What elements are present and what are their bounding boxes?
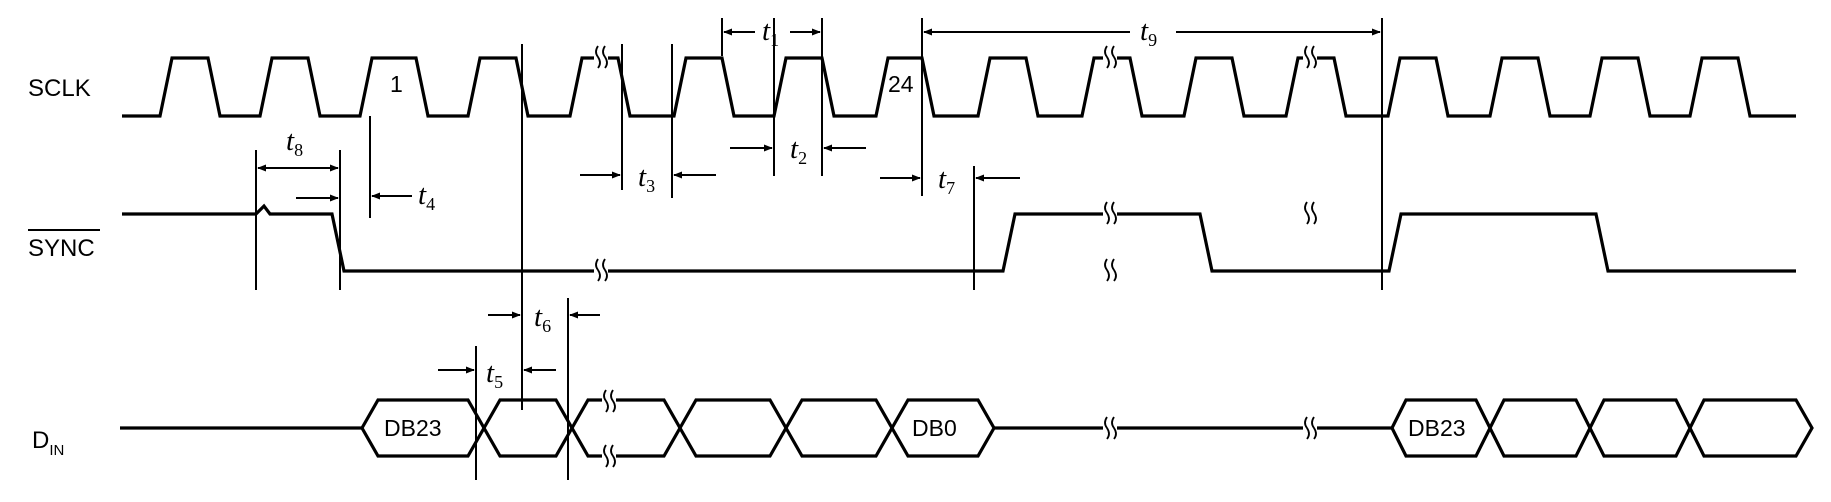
sclk-break-2	[1104, 45, 1117, 69]
din-cell-5	[784, 398, 894, 458]
din-cell-next-2	[1488, 398, 1592, 458]
sync-label: SYNC	[28, 235, 95, 262]
t8-label: t8	[286, 125, 303, 160]
t1-label: t1	[762, 15, 779, 50]
t2-label: t2	[790, 133, 807, 168]
din-break-3	[1104, 416, 1117, 440]
sclk-label: SCLK	[28, 75, 91, 102]
t4-label: t4	[418, 179, 435, 214]
sclk-waveform	[122, 56, 1796, 118]
sync-break-1	[595, 258, 608, 282]
din-bit-db23-next: DB23	[1408, 415, 1466, 441]
din-label: DIN	[32, 427, 64, 459]
din-break-1	[603, 389, 616, 413]
din-break-2	[603, 444, 616, 468]
din-cell-4	[678, 398, 788, 458]
din-bit-db0: DB0	[912, 415, 957, 441]
sclk-break-1	[595, 45, 608, 69]
din-cell-next-3	[1588, 398, 1692, 458]
t5-label: t5	[486, 357, 503, 392]
t7-label: t7	[938, 163, 955, 198]
din-label-sub: IN	[49, 442, 64, 459]
sync-break-3	[1104, 258, 1117, 282]
sync-waveform	[122, 203, 1796, 273]
din-bit-db23: DB23	[384, 415, 442, 441]
t6-label: t6	[534, 301, 551, 336]
din-data-cells	[360, 398, 996, 458]
din-cell-3	[570, 398, 682, 458]
t3-label: t3	[638, 161, 655, 196]
clock-marker-24: 24	[888, 71, 914, 97]
din-cell-next-4	[1688, 398, 1814, 458]
din-label-main: D	[32, 427, 49, 454]
sclk-break-3	[1304, 45, 1317, 69]
din-break-4	[1304, 416, 1317, 440]
din-next-cells	[1390, 398, 1814, 458]
sync-break-2	[1104, 201, 1117, 225]
t9-label: t9	[1140, 15, 1157, 50]
din-cell-2	[482, 398, 574, 458]
sync-break-4	[1304, 201, 1317, 225]
clock-marker-1: 1	[390, 71, 403, 97]
